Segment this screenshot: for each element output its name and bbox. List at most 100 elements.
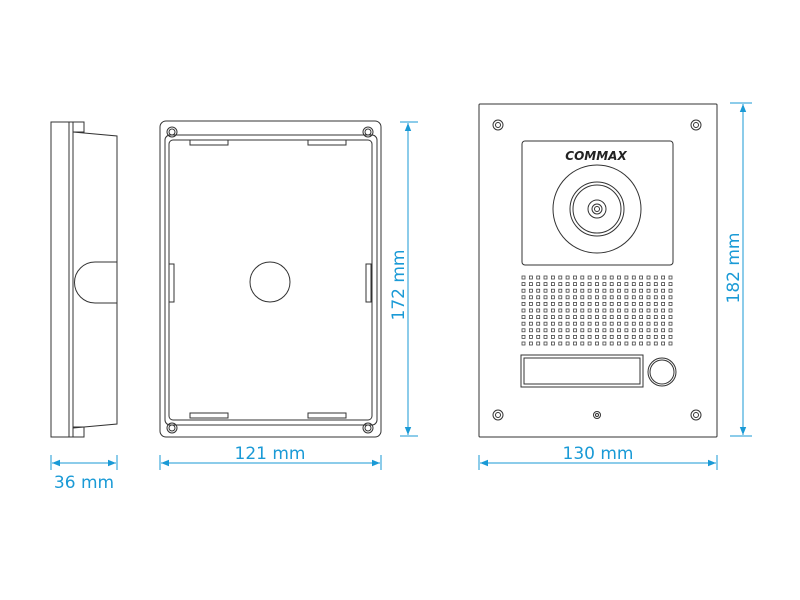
name-plate: [520, 354, 644, 388]
grille-hole: [617, 328, 621, 333]
grille-hole: [602, 295, 607, 300]
grille-hole: [617, 315, 621, 320]
grille-hole: [631, 295, 636, 300]
grille-hole: [521, 315, 526, 320]
grille-hole: [580, 328, 585, 333]
grille-hole: [661, 308, 665, 313]
grille-hole: [587, 321, 592, 326]
grille-hole: [595, 341, 599, 346]
grille-hole: [646, 341, 651, 346]
grille-hole: [587, 295, 592, 300]
grille-hole: [653, 295, 658, 300]
grille-hole: [631, 328, 636, 333]
grille-hole: [521, 275, 526, 280]
front-panel-view: COMMAX: [478, 103, 718, 438]
grille-hole: [551, 295, 555, 300]
grille-hole: [624, 308, 629, 313]
grille-hole: [646, 301, 651, 306]
grille-hole: [668, 334, 673, 339]
grille-hole: [536, 308, 541, 313]
grille-hole: [543, 334, 548, 339]
grille-hole: [536, 275, 541, 280]
grille-hole: [602, 341, 607, 346]
grille-hole: [580, 341, 585, 346]
grille-hole: [551, 282, 555, 287]
grille-hole: [558, 341, 563, 346]
grille-hole: [639, 282, 643, 287]
grille-hole: [653, 301, 658, 306]
grille-hole: [587, 301, 592, 306]
grille-hole: [587, 315, 592, 320]
grille-hole: [536, 341, 541, 346]
grille-hole: [668, 275, 673, 280]
grille-hole: [602, 275, 607, 280]
grille-hole: [631, 275, 636, 280]
grille-hole: [639, 295, 643, 300]
grille-hole: [602, 321, 607, 326]
grille-hole: [639, 275, 643, 280]
mounting-holes: [166, 126, 374, 434]
grille-hole: [602, 282, 607, 287]
grille-hole: [536, 321, 541, 326]
grille-hole: [521, 341, 526, 346]
grille-hole: [573, 301, 577, 306]
grille-hole: [653, 334, 658, 339]
grille-hole: [661, 295, 665, 300]
grille-hole: [602, 315, 607, 320]
call-button[interactable]: [647, 357, 677, 387]
grille-hole: [536, 315, 541, 320]
grille-hole: [624, 288, 629, 293]
grille-hole: [551, 288, 555, 293]
grille-hole: [558, 288, 563, 293]
grille-hole: [602, 334, 607, 339]
grille-hole: [558, 321, 563, 326]
grille-hole: [624, 282, 629, 287]
grille-hole: [580, 315, 585, 320]
grille-hole: [639, 315, 643, 320]
grille-hole: [668, 341, 673, 346]
grille-hole: [558, 282, 563, 287]
grille-hole: [631, 288, 636, 293]
dimension-36mm: 36 mm: [50, 455, 118, 493]
grille-hole: [529, 341, 533, 346]
grille-hole: [653, 315, 658, 320]
grille-hole: [661, 282, 665, 287]
grille-hole: [595, 275, 599, 280]
grille-hole: [639, 321, 643, 326]
grille-hole: [573, 315, 577, 320]
grille-hole: [609, 301, 614, 306]
grille-hole: [551, 321, 555, 326]
grille-hole: [573, 288, 577, 293]
dimension-130mm: 130 mm: [478, 444, 718, 470]
grille-hole: [529, 282, 533, 287]
back-box-view: [159, 120, 382, 438]
grille-hole: [668, 315, 673, 320]
grille-hole: [587, 282, 592, 287]
grille-hole: [661, 301, 665, 306]
grille-hole: [536, 295, 541, 300]
grille-hole: [536, 328, 541, 333]
grille-hole: [639, 301, 643, 306]
grille-hole: [661, 341, 665, 346]
grille-hole: [646, 288, 651, 293]
grille-hole: [617, 334, 621, 339]
grille-hole: [558, 301, 563, 306]
grille-hole: [521, 328, 526, 333]
grille-hole: [595, 328, 599, 333]
grille-hole: [587, 308, 592, 313]
dimension-182mm: 182 mm: [724, 102, 752, 437]
grille-hole: [653, 288, 658, 293]
grille-hole: [661, 315, 665, 320]
grille-hole: [624, 275, 629, 280]
camera-lens-icon: [552, 164, 642, 254]
svg-text:130 mm: 130 mm: [563, 444, 634, 464]
grille-hole: [573, 321, 577, 326]
grille-hole: [646, 328, 651, 333]
svg-text:36 mm: 36 mm: [54, 473, 114, 493]
grille-hole: [573, 341, 577, 346]
grille-hole: [573, 282, 577, 287]
grille-hole: [624, 295, 629, 300]
grille-hole: [521, 301, 526, 306]
grille-hole: [624, 315, 629, 320]
cable-entry-hole: [249, 261, 291, 303]
